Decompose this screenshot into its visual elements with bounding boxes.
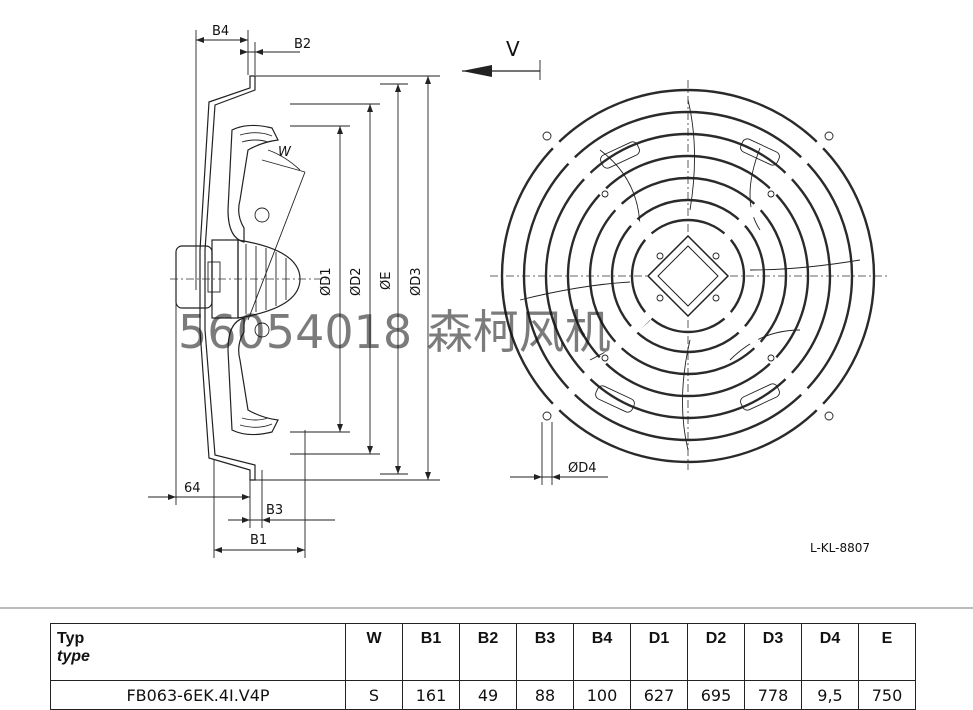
dim-e-label: ØE	[379, 272, 394, 290]
cell-b3: 88	[516, 680, 574, 710]
dim-b3-label: B3	[266, 503, 283, 518]
header-d3: D3	[744, 623, 802, 681]
cell-b1: 161	[402, 680, 460, 710]
header-typ: Typ type	[50, 623, 346, 681]
dim-b1-label: B1	[250, 533, 267, 548]
header-b2: B2	[459, 623, 517, 681]
dim-offset-label: 64	[184, 481, 201, 496]
cell-d2: 695	[687, 680, 745, 710]
watermark: 56054018 森柯风机	[178, 305, 611, 359]
cell-type: FB063-6EK.4I.V4P	[50, 680, 346, 710]
header-d2: D2	[687, 623, 745, 681]
cell-d3: 778	[744, 680, 802, 710]
dim-b4-label: B4	[212, 24, 229, 39]
dim-w-label: W	[278, 145, 292, 160]
cell-b2: 49	[459, 680, 517, 710]
cell-e: 750	[858, 680, 916, 710]
dim-d4-label: ØD4	[568, 461, 597, 476]
header-typ-label: Typ	[57, 630, 85, 647]
cell-d1: 627	[630, 680, 688, 710]
header-e: E	[858, 623, 916, 681]
dim-b2-label: B2	[294, 37, 311, 52]
cell-b4: 100	[573, 680, 631, 710]
header-d4: D4	[801, 623, 859, 681]
fan-technical-drawing: B4 B2 W	[0, 24, 973, 609]
header-w: W	[345, 623, 403, 681]
header-b3: B3	[516, 623, 574, 681]
view-v-label: V	[506, 37, 520, 61]
drawing-number: L-KL-8807	[810, 541, 870, 555]
dim-d3-label: ØD3	[409, 267, 424, 296]
dim-d1-label: ØD1	[319, 267, 334, 296]
header-b1: B1	[402, 623, 460, 681]
view-arrow: V	[462, 37, 541, 80]
cell-w: S	[345, 680, 403, 710]
spec-table: Typ type W B1 B2 B3 B4 D1 D2 D3 D4 E FB0…	[50, 623, 916, 710]
header-type-sub: type	[57, 648, 90, 665]
table-header-row: Typ type W B1 B2 B3 B4 D1 D2 D3 D4 E	[50, 623, 916, 681]
dim-d2-label: ØD2	[349, 267, 364, 296]
side-view: B4 B2 W	[148, 24, 440, 558]
cell-d4: 9,5	[801, 680, 859, 710]
header-b4: B4	[573, 623, 631, 681]
header-d1: D1	[630, 623, 688, 681]
front-view-grille: ØD4	[490, 80, 890, 485]
table-row: FB063-6EK.4I.V4P S 161 49 88 100 627 695…	[50, 680, 916, 710]
